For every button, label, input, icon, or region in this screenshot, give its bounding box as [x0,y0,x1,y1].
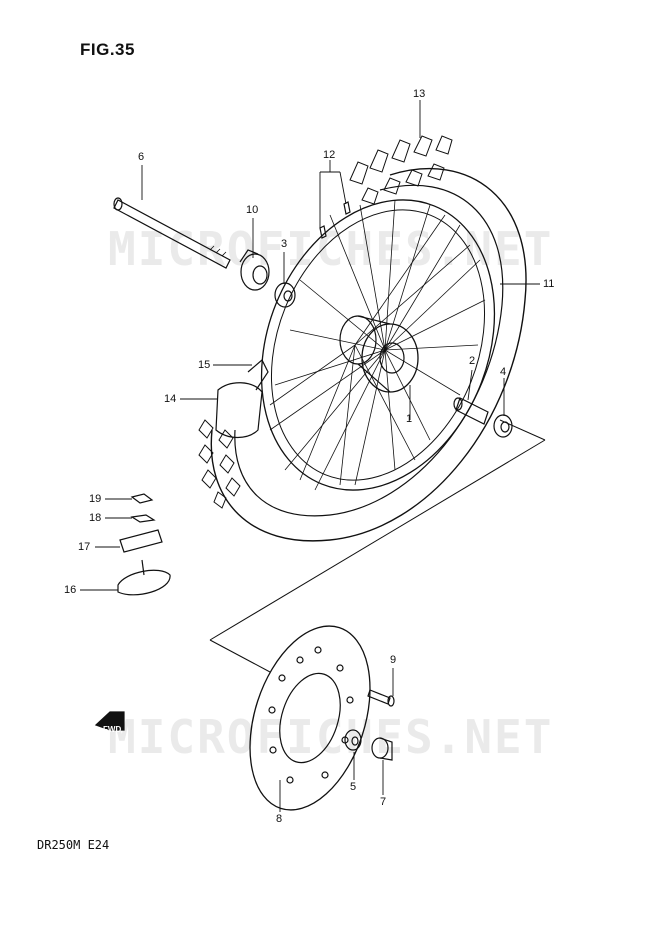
disc-bolt-drawing [367,689,395,707]
callout-13: 13 [413,88,426,100]
figure-title: FIG.35 [80,40,135,59]
callout-14: 14 [164,393,177,405]
model-code: DR250M E24 [37,838,110,852]
callout-1: 1 [406,413,413,425]
fwd-label: FWD [103,725,122,734]
bearing-4-drawing [493,414,513,438]
callout-19: 19 [89,493,102,505]
callout-5: 5 [350,781,357,793]
callout-2: 2 [469,355,476,367]
watermark-top: MICROFICHES.NET [108,222,554,276]
callout-7: 7 [380,796,387,808]
callout-9: 9 [390,654,397,666]
collar-7-drawing [371,737,393,761]
hub-drawing [339,315,419,393]
callout-12: 12 [323,149,336,161]
assembly-lines [209,419,546,673]
callout-8: 8 [276,813,283,825]
callout-18: 18 [89,512,102,524]
leader-lines [80,100,540,812]
callout-10: 10 [246,204,259,216]
callout-3: 3 [281,238,288,250]
spokes-drawing [269,199,486,491]
nut-5-drawing [344,729,362,751]
callout-15: 15 [198,359,211,371]
callout-16: 16 [64,584,77,596]
bearing-3-drawing [274,282,296,308]
axle-drawing [113,197,231,269]
callout-17: 17 [78,541,91,553]
callout-6: 6 [138,151,145,163]
spacer-2-drawing [453,397,489,425]
nipple-drawing [319,201,351,239]
watermark-bottom: MICROFICHES.NET [108,710,554,764]
rim-lock-drawing [117,493,171,596]
brake-disc-drawing [249,625,371,811]
tube-drawing [215,359,269,439]
gearbox-drawing [239,249,270,291]
fwd-arrow-icon [94,711,125,731]
callout-4: 4 [500,366,507,378]
callout-11: 11 [543,278,555,290]
rim-drawing [260,199,496,491]
